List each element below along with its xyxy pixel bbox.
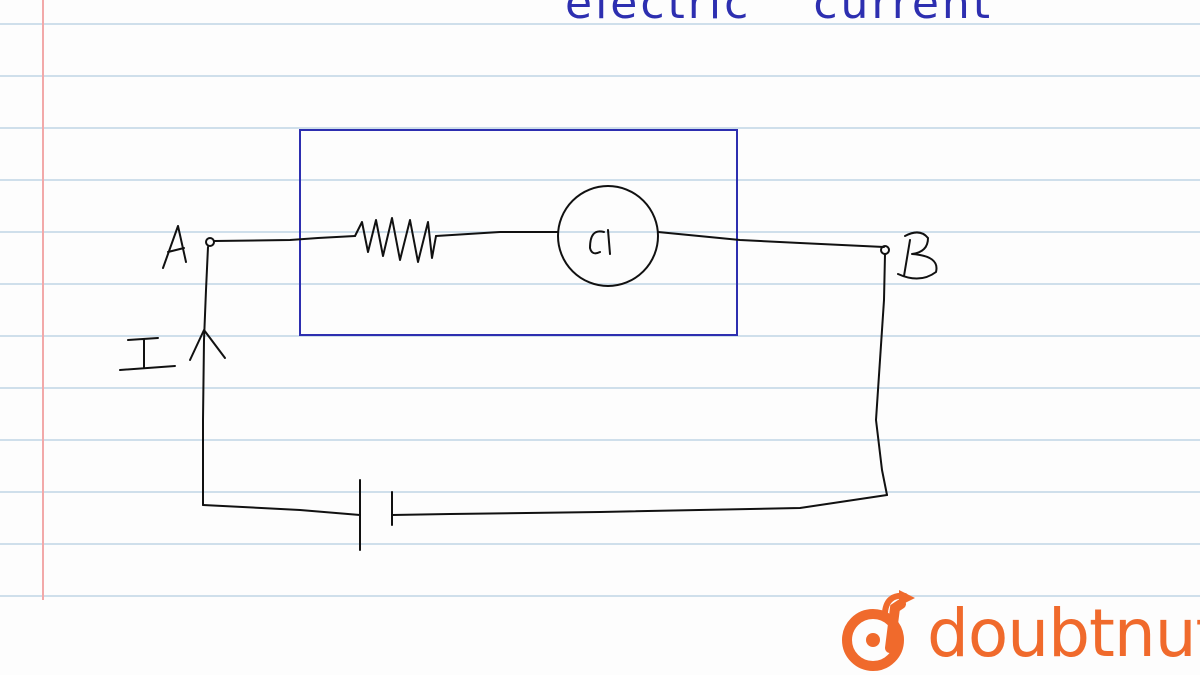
doubtnut-logo: doubtnut [835, 590, 1200, 675]
enclosure-box [299, 129, 738, 336]
wire-a-to-resistor [213, 235, 356, 242]
wire-right-side [875, 253, 888, 496]
label-i [119, 337, 176, 371]
wire-galvanometer-to-b [657, 231, 885, 248]
heading-word-electric: electric [565, 0, 752, 29]
terminal-b [880, 245, 890, 255]
wire-resistor-to-galvanometer [435, 231, 559, 237]
resistor [354, 217, 437, 263]
current-arrow [189, 329, 226, 361]
label-b [897, 231, 938, 280]
heading: electric current [565, 0, 993, 29]
galvanometer-letter-g [589, 229, 611, 255]
doubtnut-logo-mark [842, 590, 915, 671]
wire-bottom [391, 494, 888, 516]
terminal-a [205, 237, 215, 247]
label-a [162, 225, 187, 269]
heading-word-current: current [813, 0, 994, 29]
doubtnut-logo-text: doubtnut [927, 595, 1200, 672]
wire-bottom-left [202, 504, 361, 516]
wire-left-side [202, 246, 209, 506]
galvanometer [557, 185, 659, 287]
